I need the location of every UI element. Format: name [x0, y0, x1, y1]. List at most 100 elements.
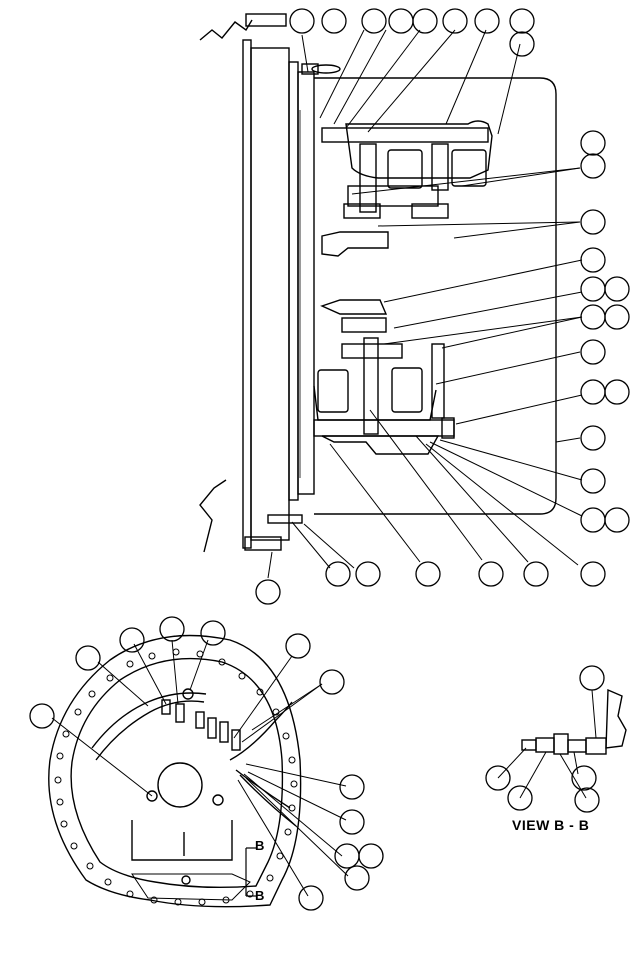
flange-tray [131, 820, 233, 861]
grommet-3 [181, 875, 191, 885]
callout-m24 [604, 507, 630, 533]
frame-plate-face [297, 71, 315, 495]
callout-f5 [200, 620, 226, 646]
flange-center-hole [157, 762, 203, 808]
callout-f8 [339, 774, 365, 800]
callout-f4 [159, 616, 185, 642]
callout-f10 [334, 843, 360, 869]
callout-m3 [361, 8, 387, 34]
lower-plate-b [341, 343, 403, 359]
bb-fitting-b [535, 737, 555, 753]
callout-m7 [474, 8, 500, 34]
callout-m13 [580, 247, 606, 273]
lower-solenoid-right [391, 367, 423, 413]
upper-solenoid-left [387, 149, 423, 189]
upper-block-b [411, 203, 449, 219]
enclosure-outline [314, 77, 557, 515]
callout-m19 [580, 379, 606, 405]
callout-m31 [255, 579, 281, 605]
callout-f9 [339, 809, 365, 835]
bb-fitting-d [567, 739, 587, 753]
section-b-markers [245, 847, 256, 897]
callout-b2 [485, 765, 511, 791]
harness-a [95, 700, 205, 761]
callout-m5 [412, 8, 438, 34]
upper-bracket [347, 185, 439, 207]
callout-f13 [298, 885, 324, 911]
callout-f2 [75, 645, 101, 671]
callout-m21 [580, 425, 606, 451]
callout-b1 [579, 665, 605, 691]
frame-plate-inner [288, 61, 299, 501]
upper-housing [345, 120, 493, 179]
callout-m10 [580, 130, 606, 156]
callout-m25 [580, 561, 606, 587]
flange-bolt-holes [54, 648, 298, 906]
connector-2 [175, 703, 185, 723]
callout-m12 [580, 209, 606, 235]
harness-e [239, 774, 297, 827]
callout-m4 [388, 8, 414, 34]
lower-cradle [313, 385, 437, 421]
callout-f11 [358, 843, 384, 869]
frame-plate-mid [250, 47, 290, 541]
callout-m17 [604, 304, 630, 330]
break-line-bottom [199, 479, 227, 553]
callout-b5 [574, 787, 600, 813]
lower-solenoid-left [317, 369, 349, 413]
connector-5 [219, 721, 229, 743]
callout-m14 [580, 276, 606, 302]
bb-wall [605, 688, 627, 749]
bb-fitting-a [521, 739, 537, 751]
lower-stud [363, 337, 379, 435]
grommet-1 [182, 688, 194, 700]
upper-block-a [343, 203, 381, 219]
callout-f7 [319, 669, 345, 695]
callout-m15 [604, 276, 630, 302]
bb-fitting-c [553, 733, 569, 755]
flange-view [48, 634, 302, 908]
callout-f12 [344, 865, 370, 891]
callout-f1 [29, 703, 55, 729]
callout-m26 [523, 561, 549, 587]
callout-b4 [571, 765, 597, 791]
lower-plate-a [341, 317, 387, 333]
view-label: VIEW B - B [512, 817, 590, 833]
callout-f3 [119, 627, 145, 653]
callout-m18 [580, 339, 606, 365]
bb-fitting-e [585, 737, 607, 755]
lower-hanger [320, 299, 388, 315]
bottom-bolt [267, 514, 303, 524]
section-letter-top: B [255, 838, 265, 853]
callout-m22 [580, 468, 606, 494]
callout-m9 [509, 31, 535, 57]
flange-callouts [29, 616, 384, 911]
callout-m11 [580, 153, 606, 179]
upper-mount-bar [321, 127, 489, 143]
flange-cover [131, 873, 251, 901]
harness-c [229, 701, 293, 761]
lower-housing [321, 435, 440, 455]
connector-3 [195, 711, 205, 729]
upper-solenoid-right [451, 149, 487, 187]
flange-inner-ring [70, 657, 284, 889]
connector-4 [207, 717, 217, 739]
upper-core [431, 143, 449, 191]
section-letter-bottom: B [255, 888, 265, 903]
top-cap [245, 13, 287, 27]
top-bolt [301, 63, 319, 75]
callout-m20 [604, 379, 630, 405]
main-assembly-view [199, 13, 557, 553]
harness-b [91, 692, 207, 749]
main-callouts [255, 8, 630, 605]
connector-1 [161, 699, 171, 715]
upper-stud [359, 143, 377, 213]
top-nut [311, 64, 341, 74]
callout-m23 [580, 507, 606, 533]
callout-m2 [321, 8, 347, 34]
callout-m28 [415, 561, 441, 587]
bottom-nut [244, 536, 282, 551]
callout-m29 [355, 561, 381, 587]
connector-6 [231, 729, 241, 751]
